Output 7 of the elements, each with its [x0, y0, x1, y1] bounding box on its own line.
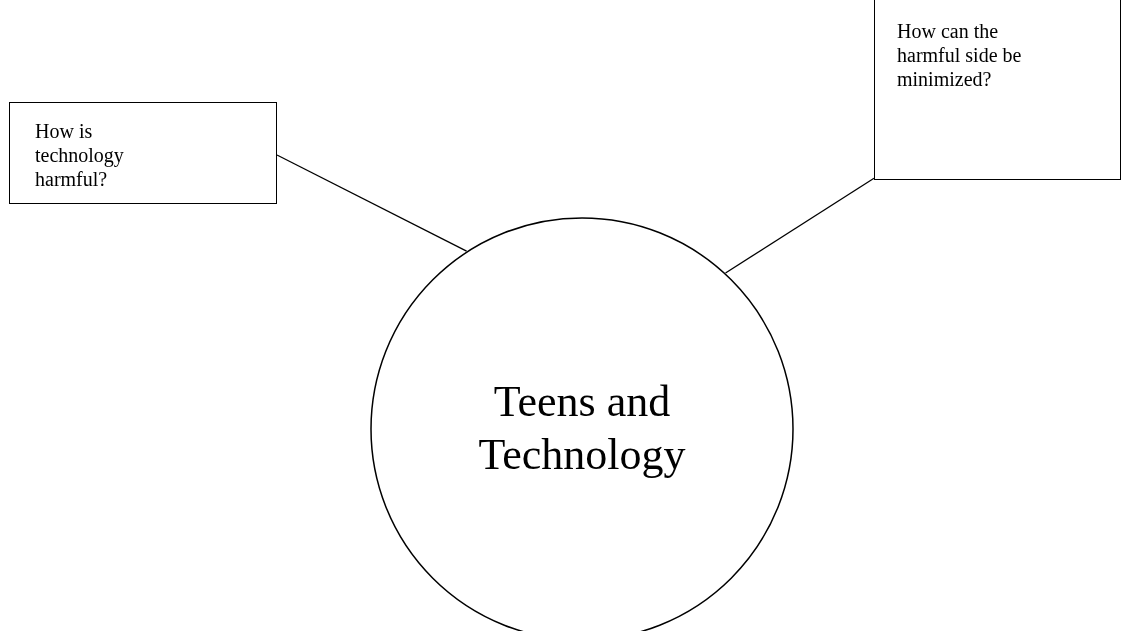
question-text: How can the harmful side be minimized? [897, 19, 1023, 91]
connector-line [724, 177, 875, 274]
question-box [874, 0, 1121, 180]
question-text: How is technology harmful? [35, 119, 125, 191]
question-box [9, 102, 277, 204]
connector-line [276, 154, 468, 252]
topic-title: Teens and Technology [477, 376, 687, 481]
